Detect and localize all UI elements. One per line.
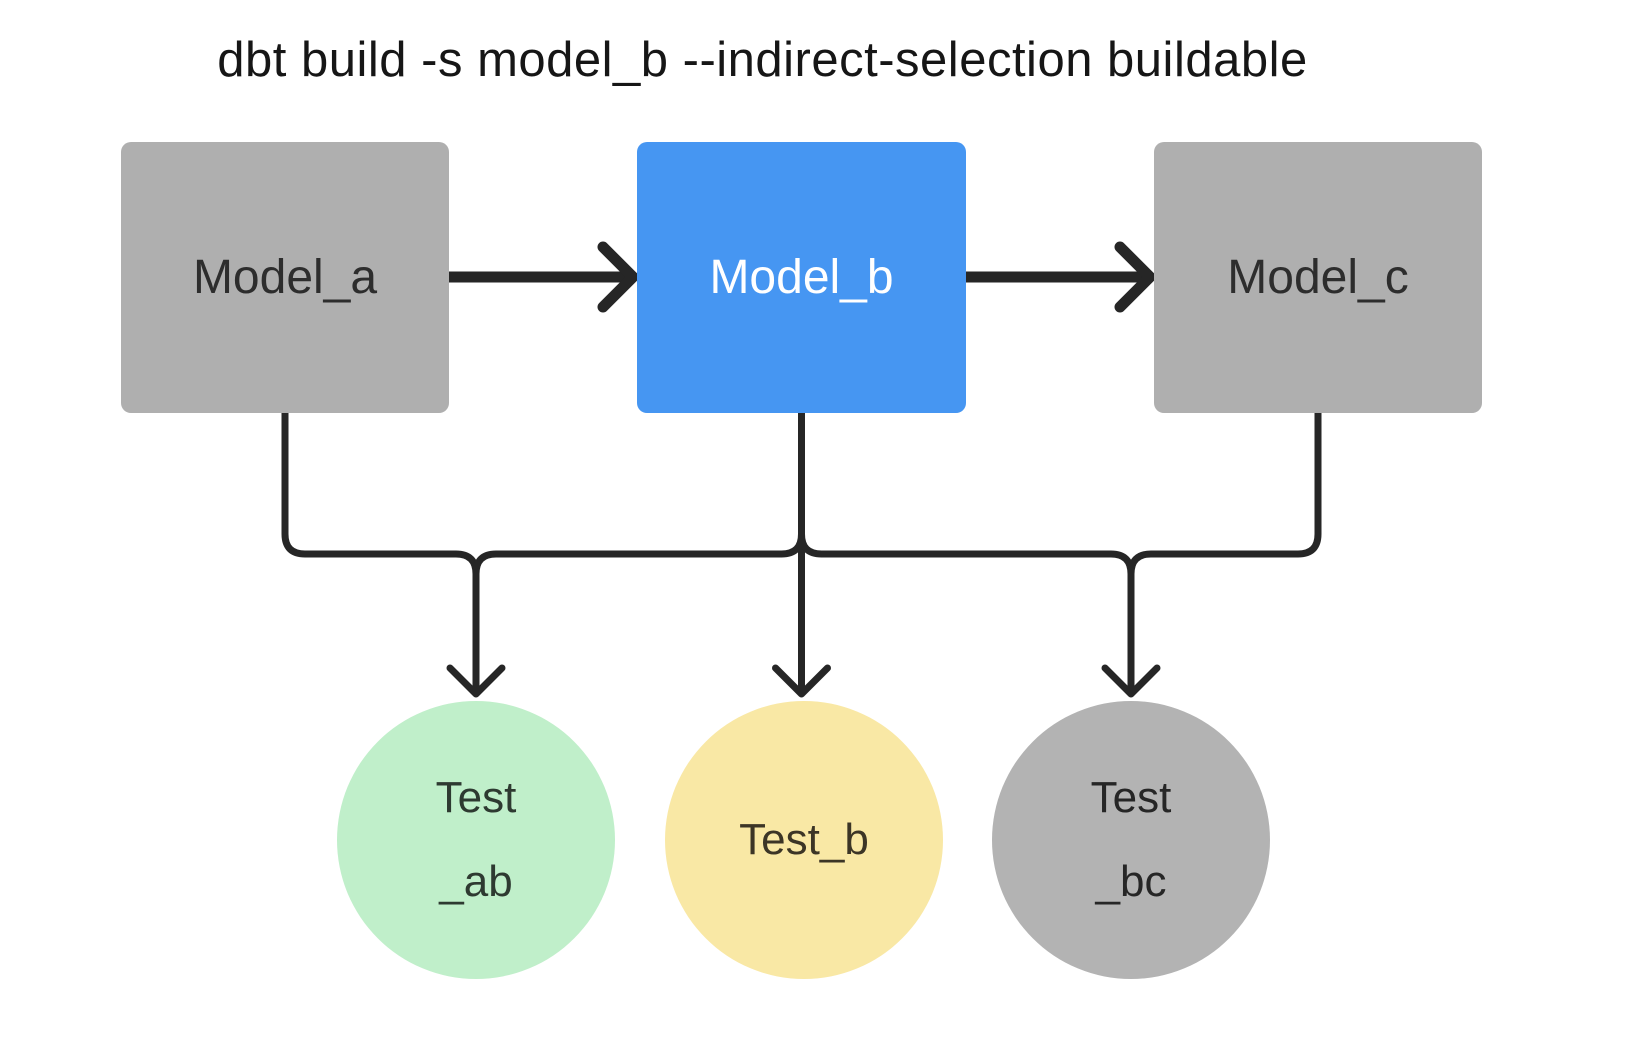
arrow-right-icon — [1114, 241, 1156, 313]
node-test-ab-label-line2: _ab — [439, 857, 513, 906]
node-test-ab: Test _ab — [337, 701, 615, 979]
node-model-b: Model_b — [637, 142, 966, 413]
edge-model-c-to-test-bc — [1127, 404, 1322, 694]
edge-model-b-to-test-bc — [798, 404, 1135, 694]
node-model-b-label: Model_b — [709, 251, 894, 304]
edge-model-a-to-test-ab — [281, 404, 480, 694]
node-test-bc-label-line1: Test — [1090, 773, 1172, 822]
node-model-a-label: Model_a — [192, 251, 378, 304]
node-model-a: Model_a — [121, 142, 449, 413]
node-test-ab-label-line1: Test — [435, 773, 517, 822]
arrow-down-icon — [772, 664, 831, 698]
node-model-c-label: Model_c — [1227, 251, 1409, 304]
node-model-c: Model_c — [1154, 142, 1482, 413]
node-test-b: Test_b — [665, 701, 943, 979]
edge-model-b-to-test-ab — [472, 404, 805, 694]
diagram-title: dbt build -s model_b --indirect-selectio… — [217, 33, 1308, 87]
node-test-bc-label-line2: _bc — [1095, 857, 1167, 906]
arrow-down-icon — [446, 664, 506, 698]
node-test-bc: Test _bc — [992, 701, 1270, 979]
arrow-down-icon — [1101, 664, 1161, 698]
arrow-right-icon — [597, 241, 639, 313]
node-test-b-label-line1: Test_b — [739, 815, 869, 864]
